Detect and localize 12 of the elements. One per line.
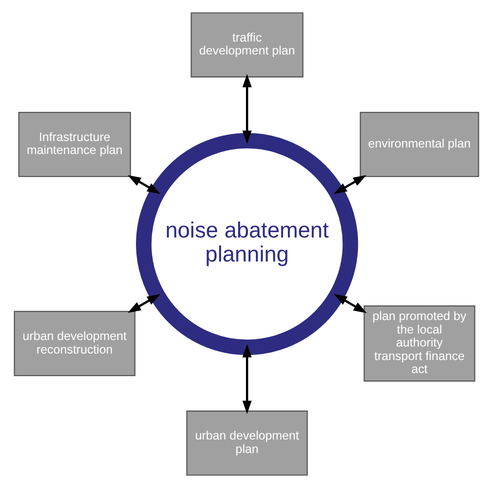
node-box: traffic development plan bbox=[190, 12, 304, 78]
arrow bbox=[334, 175, 366, 194]
node-box: Infrastructure maintenance plan bbox=[18, 112, 131, 178]
arrow bbox=[242, 74, 252, 144]
node-box: urban development reconstruction bbox=[14, 310, 136, 376]
arrow bbox=[242, 344, 252, 414]
arrow bbox=[128, 294, 160, 313]
node-box: urban development plan bbox=[186, 410, 308, 476]
node-box: plan promoted by the local authority transport finance act bbox=[364, 305, 476, 382]
node-box: environmental plan bbox=[360, 112, 480, 178]
arrow bbox=[128, 175, 160, 194]
arrow bbox=[334, 294, 367, 314]
